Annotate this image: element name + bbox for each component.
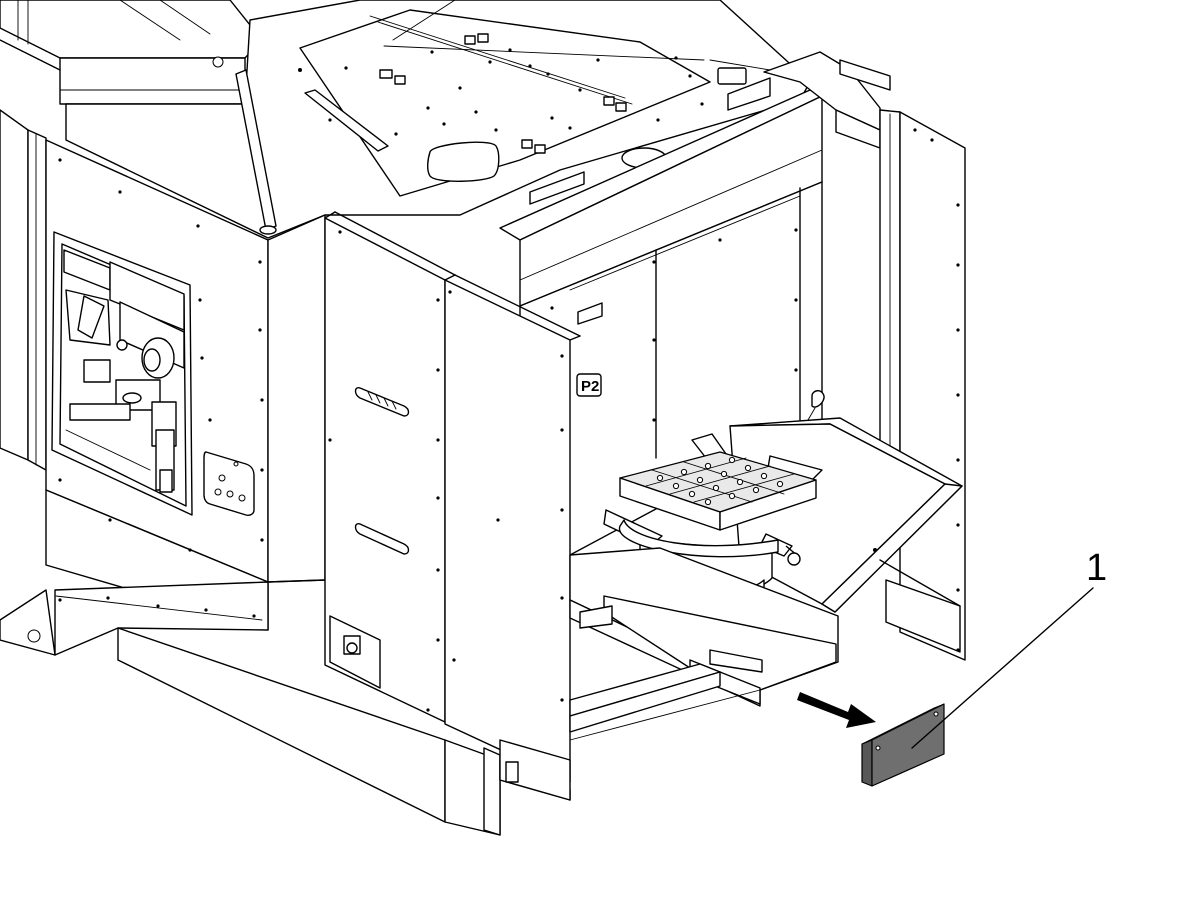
- center-vertical-panel: [324, 211, 456, 723]
- diagonal-strut: [235, 69, 277, 235]
- front-panel-p2: P2: [444, 274, 602, 783]
- base-skirt: [0, 581, 571, 836]
- panel-marking-text: P2: [581, 378, 599, 395]
- callout-leader-line: [911, 587, 1094, 749]
- top-deck: [65, 0, 811, 239]
- far-left-side-panels: [0, 109, 47, 471]
- bay-back-wall: [519, 181, 825, 561]
- right-end-frame: [879, 109, 966, 661]
- left-top-frame: [0, 0, 263, 105]
- access-window: [51, 231, 193, 516]
- lower-bay: [569, 547, 839, 741]
- top-right-beams: [499, 51, 891, 307]
- removal-arrow: [797, 692, 876, 728]
- callout-number: 1: [1086, 547, 1107, 589]
- callout-1: 1: [911, 547, 1107, 749]
- removed-panel-item-1: [861, 703, 945, 787]
- side-plate: [203, 451, 255, 516]
